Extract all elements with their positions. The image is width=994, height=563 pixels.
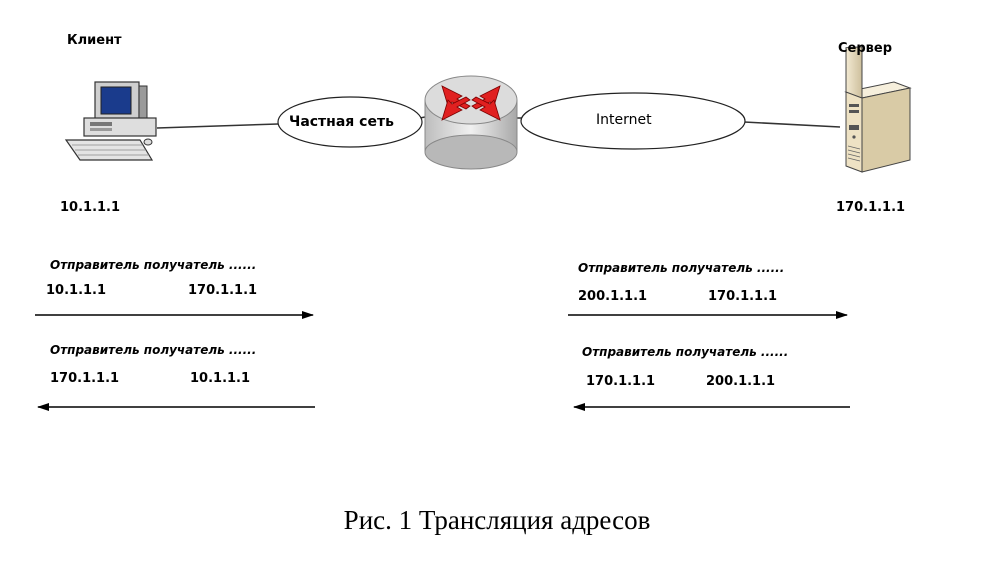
left-out-sender: 10.1.1.1 [46, 283, 107, 298]
link-internet-server [743, 121, 841, 128]
server-ip: 170.1.1.1 [836, 200, 906, 215]
left-back-header: Отправитель получатель ...... [50, 343, 257, 357]
left-out-header: Отправитель получатель ...... [50, 258, 257, 272]
right-out-sender: 200.1.1.1 [578, 289, 648, 304]
client-ip: 10.1.1.1 [60, 200, 121, 215]
left-out-receiver: 170.1.1.1 [188, 283, 258, 298]
left-back-sender: 170.1.1.1 [50, 371, 120, 386]
private-network-label: Частная сеть [289, 114, 394, 130]
right-out-receiver: 170.1.1.1 [708, 289, 778, 304]
right-out-header: Отправитель получатель ...... [578, 261, 785, 275]
client-label: Клиент [67, 33, 122, 48]
private-network-cloud [277, 96, 423, 148]
internet-cloud [520, 92, 746, 150]
right-back-receiver: 200.1.1.1 [706, 374, 776, 389]
figure-caption: Рис. 1 Трансляция адресов [343, 505, 651, 535]
link-client-private [156, 123, 279, 129]
right-back-header: Отправитель получатель ...... [582, 345, 789, 359]
client-computer-icon [64, 81, 157, 161]
router-icon [424, 75, 518, 170]
server-label: Сервер [838, 41, 893, 56]
server-icon [844, 46, 912, 173]
left-back-receiver: 10.1.1.1 [190, 371, 251, 386]
internet-label: Internet [596, 112, 652, 128]
right-back-sender: 170.1.1.1 [586, 374, 656, 389]
